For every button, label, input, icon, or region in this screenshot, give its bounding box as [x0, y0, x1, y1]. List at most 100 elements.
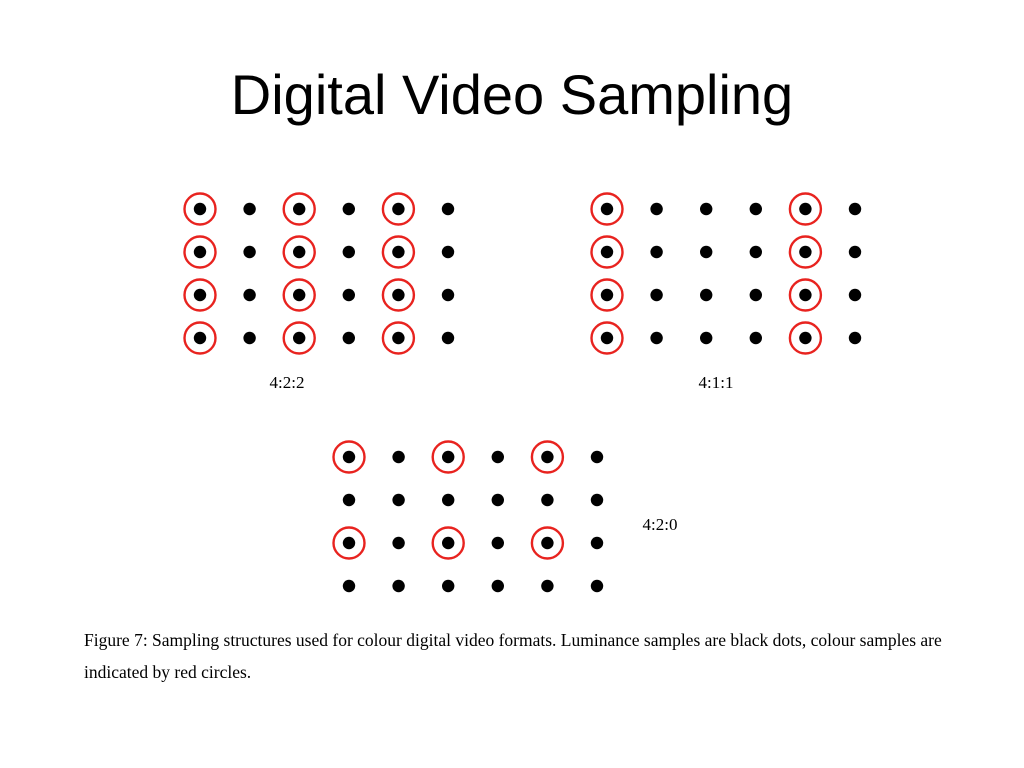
colour-sample-circle: [381, 235, 416, 269]
luminance-sample-dot: [590, 493, 604, 507]
luminance-sample-dot: [700, 245, 713, 259]
luminance-sample-dot: [650, 245, 663, 259]
colour-sample-circle: [282, 278, 316, 312]
luminance-sample-dot: [799, 245, 812, 259]
luminance-sample-dot: [749, 331, 762, 345]
luminance-sample-dot: [342, 493, 356, 507]
colour-sample-circle: [183, 235, 217, 269]
luminance-sample-dot: [342, 536, 356, 550]
luminance-sample-dot: [193, 245, 207, 259]
colour-sample-circle: [590, 278, 624, 312]
luminance-sample-dot: [392, 493, 405, 507]
luminance-sample-dot: [650, 288, 663, 302]
luminance-sample-dot: [342, 450, 356, 464]
colour-sample-circle: [381, 192, 416, 226]
luminance-sample-dot: [590, 579, 604, 593]
colour-sample-circle: [183, 321, 217, 355]
luminance-sample-dot: [541, 450, 554, 464]
luminance-sample-dot: [342, 288, 355, 302]
colour-sample-circle: [590, 192, 624, 226]
luminance-sample-dot: [650, 202, 663, 216]
luminance-sample-dot: [590, 450, 604, 464]
luminance-sample-dot: [749, 202, 762, 216]
colour-sample-circle: [530, 440, 565, 474]
luminance-sample-dot: [293, 245, 306, 259]
luminance-sample-dot: [392, 245, 405, 259]
luminance-sample-dot: [600, 288, 614, 302]
figure-caption: Figure 7: Sampling structures used for c…: [84, 630, 942, 682]
pattern-4-2-0: [332, 440, 604, 593]
colour-sample-circle: [282, 192, 316, 226]
luminance-sample-dot: [392, 202, 405, 216]
luminance-sample-dot: [700, 202, 713, 216]
luminance-sample-dot: [243, 331, 256, 345]
colour-sample-circle: [381, 321, 416, 355]
pattern-label-4-2-0: 4:2:0: [643, 515, 678, 534]
luminance-sample-dot: [749, 288, 762, 302]
colour-sample-circle: [788, 235, 823, 269]
luminance-sample-dot: [243, 202, 256, 216]
luminance-sample-dot: [392, 331, 405, 345]
luminance-sample-dot: [193, 288, 207, 302]
luminance-sample-dot: [442, 579, 455, 593]
luminance-sample-dot: [243, 245, 256, 259]
luminance-sample-dot: [600, 245, 614, 259]
luminance-sample-dot: [342, 202, 355, 216]
luminance-sample-dot: [491, 450, 504, 464]
luminance-sample-dot: [392, 450, 405, 464]
pattern-label-4-1-1: 4:1:1: [699, 373, 734, 392]
colour-sample-circle: [332, 440, 366, 474]
colour-sample-circle: [183, 192, 217, 226]
colour-sample-circle: [788, 321, 823, 355]
luminance-sample-dot: [848, 202, 862, 216]
luminance-sample-dot: [342, 331, 355, 345]
luminance-sample-dot: [441, 331, 455, 345]
luminance-sample-dot: [392, 579, 405, 593]
colour-sample-circle: [282, 235, 316, 269]
luminance-sample-dot: [442, 536, 455, 550]
colour-sample-circle: [332, 526, 366, 560]
luminance-sample-dot: [441, 202, 455, 216]
luminance-sample-dot: [541, 536, 554, 550]
luminance-sample-dot: [541, 579, 554, 593]
luminance-sample-dot: [193, 202, 207, 216]
luminance-sample-dot: [293, 331, 306, 345]
luminance-sample-dot: [650, 331, 663, 345]
luminance-sample-dot: [491, 536, 504, 550]
luminance-sample-dot: [700, 288, 713, 302]
colour-sample-circle: [788, 278, 823, 312]
luminance-sample-dot: [342, 579, 356, 593]
luminance-sample-dot: [442, 450, 455, 464]
luminance-sample-dot: [491, 493, 504, 507]
luminance-sample-dot: [491, 579, 504, 593]
luminance-sample-dot: [541, 493, 554, 507]
slide-title: Digital Video Sampling: [230, 63, 794, 126]
luminance-sample-dot: [392, 288, 405, 302]
luminance-sample-dot: [243, 288, 256, 302]
luminance-sample-dot: [799, 202, 812, 216]
luminance-sample-dot: [293, 202, 306, 216]
luminance-sample-dot: [392, 536, 405, 550]
colour-sample-circle: [282, 321, 316, 355]
luminance-sample-dot: [848, 331, 862, 345]
colour-sample-circle: [530, 526, 565, 560]
luminance-sample-dot: [442, 493, 455, 507]
luminance-sample-dot: [193, 331, 207, 345]
luminance-sample-dot: [600, 202, 614, 216]
colour-sample-circle: [431, 526, 465, 560]
pattern-4-1-1: [590, 192, 862, 355]
luminance-sample-dot: [441, 288, 455, 302]
colour-sample-circle: [381, 278, 416, 312]
luminance-sample-dot: [848, 288, 862, 302]
colour-sample-circle: [590, 235, 624, 269]
luminance-sample-dot: [799, 288, 812, 302]
luminance-sample-dot: [342, 245, 355, 259]
colour-sample-circle: [788, 192, 823, 226]
luminance-sample-dot: [441, 245, 455, 259]
luminance-sample-dot: [700, 331, 713, 345]
luminance-sample-dot: [293, 288, 306, 302]
colour-sample-circle: [590, 321, 624, 355]
luminance-sample-dot: [600, 331, 614, 345]
luminance-sample-dot: [749, 245, 762, 259]
colour-sample-circle: [431, 440, 465, 474]
